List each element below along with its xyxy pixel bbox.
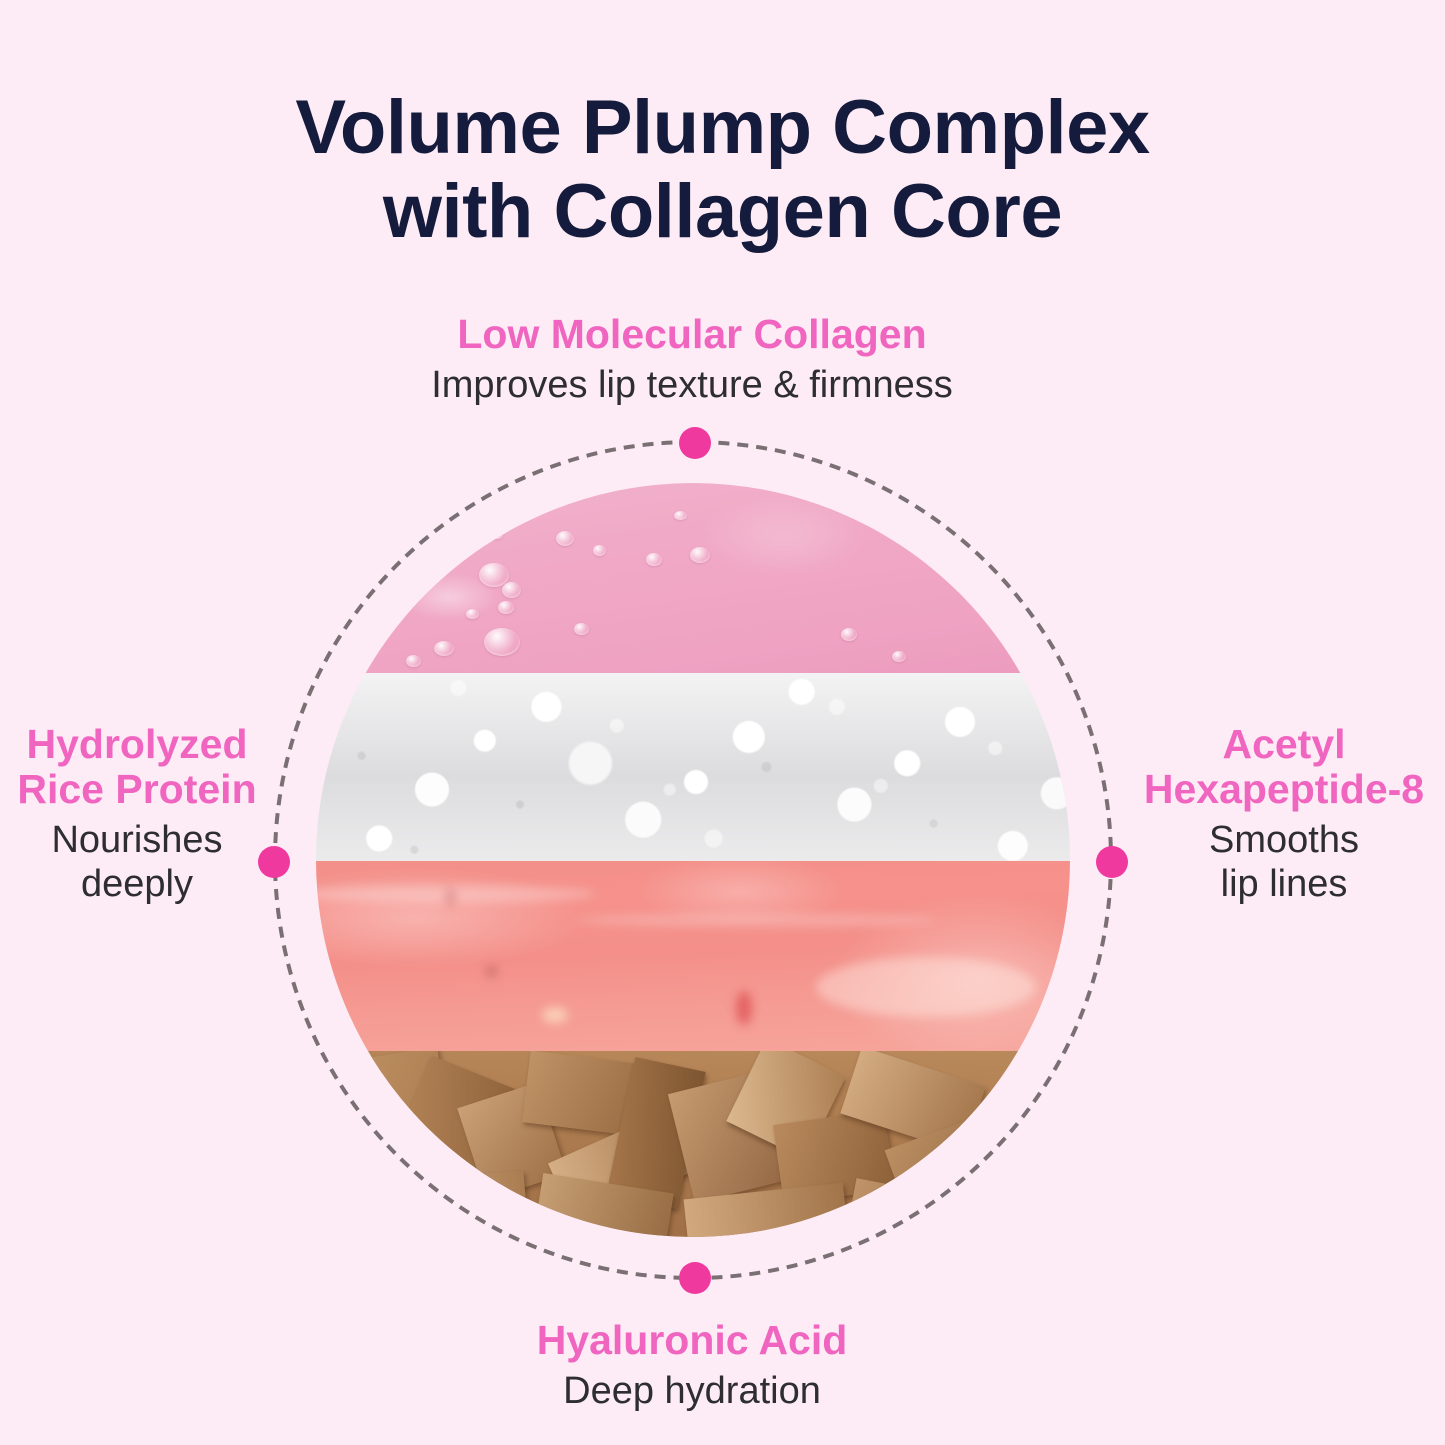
callout-left-heading: Hydrolyzed Rice Protein bbox=[17, 721, 257, 813]
pink-gel-band bbox=[316, 483, 1070, 673]
water-droplet-icon bbox=[434, 641, 454, 656]
water-droplet-icon bbox=[406, 655, 421, 667]
water-droplet-icon bbox=[674, 511, 687, 520]
node-top-dot[interactable] bbox=[679, 427, 711, 459]
water-droplet-icon bbox=[841, 628, 857, 641]
callout-left: Hydrolyzed Rice Protein Nourishes deeply bbox=[8, 721, 266, 906]
ingredient-photo-circle bbox=[316, 483, 1070, 1237]
water-droplet-icon bbox=[498, 601, 514, 614]
white-powder-band bbox=[316, 673, 1070, 861]
water-droplet-icon bbox=[374, 603, 386, 613]
water-droplet-icon bbox=[556, 531, 574, 546]
node-bottom-dot[interactable] bbox=[679, 1262, 711, 1294]
water-droplet-icon bbox=[492, 531, 503, 539]
callout-right-heading: Acetyl Hexapeptide-8 bbox=[1143, 721, 1425, 813]
water-droplet-icon bbox=[646, 553, 662, 566]
callout-right: Acetyl Hexapeptide-8 Smooths lip lines bbox=[1128, 721, 1440, 906]
serum-highlight bbox=[542, 1007, 568, 1023]
serum-highlight bbox=[816, 957, 1036, 1017]
callout-right-description: Smooths lip lines bbox=[1209, 819, 1359, 906]
serum-speck bbox=[446, 887, 455, 907]
callout-bottom: Hyaluronic Acid Deep hydration bbox=[272, 1317, 1112, 1413]
callout-top: Low Molecular Collagen Improves lip text… bbox=[272, 311, 1112, 407]
callout-left-description: Nourishes deeply bbox=[51, 819, 223, 906]
page-title: Volume Plump Complex with Collagen Core bbox=[295, 85, 1150, 254]
salmon-serum-band bbox=[316, 861, 1070, 1051]
water-droplet-icon bbox=[690, 547, 710, 563]
powder-grain-texture bbox=[316, 673, 1070, 861]
callout-top-description: Improves lip texture & firmness bbox=[431, 364, 953, 407]
water-droplet-icon bbox=[466, 609, 479, 619]
water-droplet-icon bbox=[464, 523, 486, 539]
callout-top-heading: Low Molecular Collagen bbox=[457, 311, 927, 357]
water-droplet-icon bbox=[593, 545, 606, 556]
serum-highlight bbox=[576, 913, 936, 927]
callout-bottom-description: Deep hydration bbox=[563, 1370, 821, 1413]
water-droplet-icon bbox=[484, 628, 520, 656]
wood-chips-band bbox=[316, 1051, 1070, 1237]
serum-speck bbox=[736, 991, 752, 1025]
water-droplet-icon bbox=[892, 651, 906, 662]
water-droplet-icon bbox=[502, 582, 521, 598]
water-droplet-icon bbox=[479, 563, 509, 587]
water-droplet-icon bbox=[426, 527, 456, 549]
serum-speck bbox=[486, 966, 497, 977]
node-right-dot[interactable] bbox=[1096, 846, 1128, 878]
callout-bottom-heading: Hyaluronic Acid bbox=[536, 1317, 848, 1363]
serum-highlight bbox=[316, 885, 596, 903]
water-droplet-icon bbox=[574, 623, 589, 635]
